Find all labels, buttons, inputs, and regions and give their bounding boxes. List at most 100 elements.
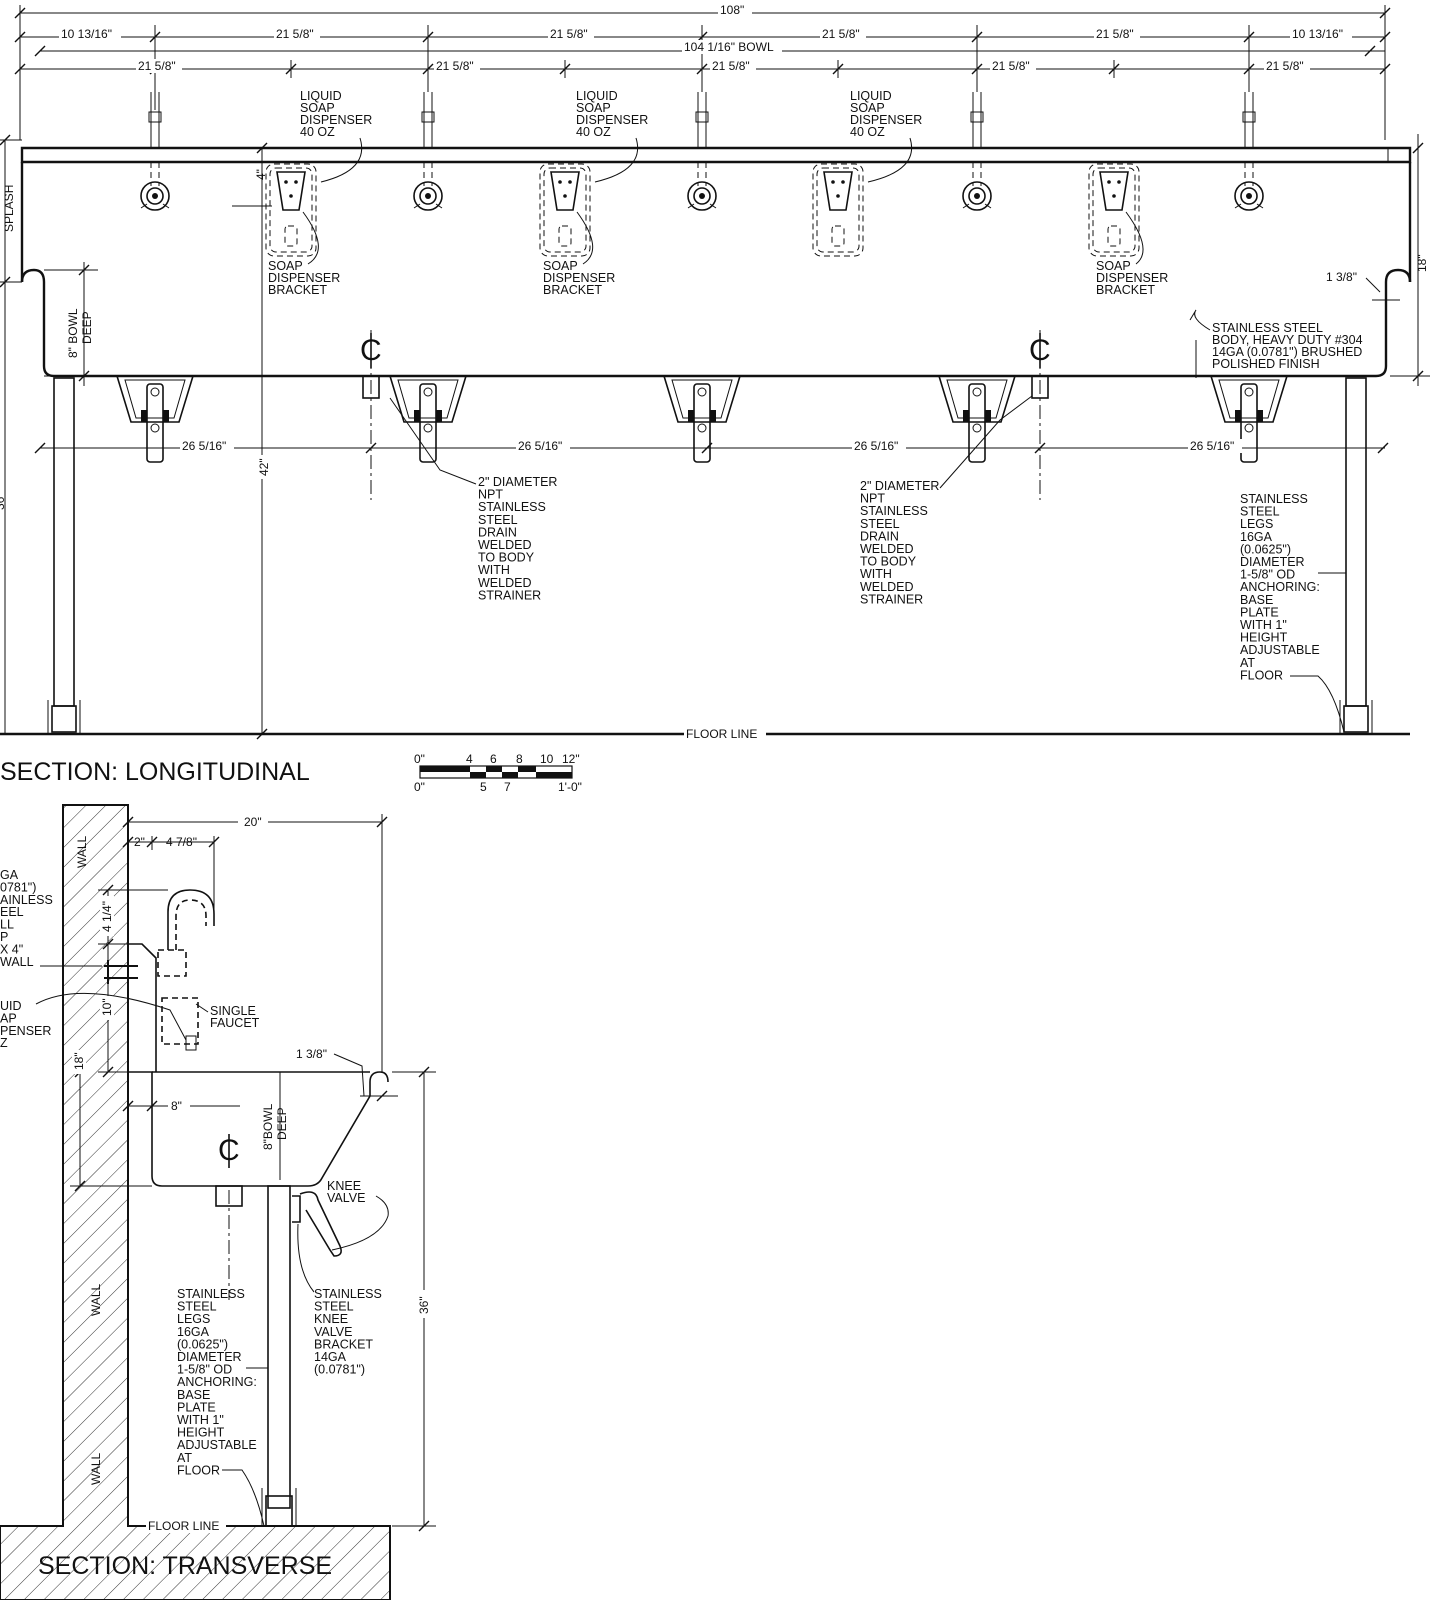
dim-spacing-3: 21 5/8" — [822, 27, 860, 41]
wall-label-2: WALL — [89, 1283, 103, 1316]
legs-note-line-4: 16GA — [1240, 530, 1273, 544]
dim-42: 42" — [257, 458, 271, 476]
wall-cap-line-5: LL — [0, 918, 14, 932]
liquid-soap-3-line-1: LIQUID — [850, 89, 892, 103]
knee-valve-4 — [937, 375, 1017, 463]
dim-end-right: 10 13/16" — [1292, 27, 1343, 41]
body-note-line3: 14GA (0.0781") BRUSHED — [1212, 345, 1362, 359]
faucet-2 — [413, 92, 443, 211]
trans-dim-2: 2" — [134, 835, 145, 849]
legs-note-line-1: STAINLESS — [1240, 492, 1308, 506]
soap-dispenser-4 — [1088, 163, 1140, 257]
drain-note-2-line-2: NPT — [860, 492, 885, 506]
dim-1-3-8: 1 3/8" — [1326, 270, 1357, 284]
liquid-soap-2-line-3: DISPENSER — [576, 113, 648, 127]
trans-legs-note: STAINLESSSTEELLEGS16GA(0.0625")DIAMETER1… — [177, 1287, 268, 1527]
wall-cap-line-7: X 4" — [0, 942, 23, 956]
liquid-soap-cut-line-1: UID — [0, 999, 22, 1013]
faucet-4 — [962, 92, 992, 211]
dim-end-left: 10 13/16" — [61, 27, 112, 41]
knee-bracket-line-7: (0.0781") — [314, 1363, 365, 1377]
knee-valve-line2: VALVE — [327, 1191, 365, 1205]
drain-note-2: 2" DIAMETERNPTSTAINLESSSTEELDRAINWELDEDT… — [860, 395, 1033, 606]
drain-note-2-line-9: WELDED — [860, 580, 913, 594]
drain-note-1-line-4: STEEL — [478, 513, 518, 527]
dim-row3-1: 21 5/8" — [138, 59, 176, 73]
legs-note-line-10: PLATE — [1240, 605, 1279, 619]
knee-valve-5 — [1209, 375, 1289, 463]
drain-note-2-line-10: STRAINER — [860, 592, 923, 606]
legs-note-line-3: LEGS — [1240, 517, 1273, 531]
legs-note-line-11: WITH 1" — [1240, 618, 1287, 632]
floor-line-label: FLOOR LINE — [686, 727, 757, 741]
body-note-line1: STAINLESS STEEL — [1212, 321, 1323, 335]
liquid-soap-1-line-3: DISPENSER — [300, 113, 372, 127]
trans-legs-line-2: STEEL — [177, 1300, 217, 1314]
wall-cap-line-8: WALL — [0, 955, 34, 969]
trans-dim-4-7-8: 4 7/8" — [166, 835, 197, 849]
soap-dispensers — [265, 163, 1140, 257]
drain-note-1-line-7: TO BODY — [478, 551, 535, 565]
knee-valve-1 — [115, 375, 195, 463]
trans-legs-line-6: DIAMETER — [177, 1350, 242, 1364]
splash-label: SPLASH — [2, 185, 16, 232]
body-note: STAINLESS STEEL BODY, HEAVY DUTY #304 14… — [1189, 309, 1363, 378]
faucets — [140, 92, 1264, 211]
drain-note-1-line-3: STAINLESS — [478, 500, 546, 514]
dim-36-cut: 36 — [0, 496, 7, 510]
soap-bracket-1-line-3: BRACKET — [268, 283, 327, 297]
drain-spacing-2: 26 5/16" — [518, 439, 562, 453]
wall-cap-line-2: 0781") — [0, 880, 36, 894]
soap-bracket-1-line-1: SOAP — [268, 259, 303, 273]
trans-legs-line-10: PLATE — [177, 1400, 216, 1414]
wall-cap-line-6: P — [0, 930, 8, 944]
knee-bracket-line-4: VALVE — [314, 1325, 352, 1339]
liquid-soap-1-line-2: SOAP — [300, 101, 335, 115]
bowl-deep-line2: DEEP — [80, 311, 94, 344]
drain-note-1-line-6: WELDED — [478, 538, 531, 552]
top-dimension-lines — [14, 5, 1391, 140]
liquid-soap-2-line-4: 40 OZ — [576, 125, 611, 139]
trans-dim-8: 8" — [171, 1099, 182, 1113]
legs — [47, 377, 1373, 734]
title-longitudinal: SECTION: LONGITUDINAL — [0, 758, 310, 786]
dim-row3-4: 21 5/8" — [992, 59, 1030, 73]
sink-body — [20, 146, 1412, 378]
legs-note-line-13: ADJUSTABLE — [1240, 643, 1320, 657]
knee-valve-note: KNEE VALVE — [327, 1179, 365, 1205]
knee-valve-line1: KNEE — [327, 1179, 361, 1193]
trans-bowl-deep-1: 8"BOWL — [261, 1103, 275, 1150]
dim-spacing-4: 21 5/8" — [1096, 27, 1134, 41]
right-vertical-dims: 18" 1 3/8" — [1326, 134, 1430, 386]
soap-bracket-2-line-3: BRACKET — [543, 283, 602, 297]
legs-note: STAINLESSSTEELLEGS16GA(0.0625")DIAMETER1… — [1240, 492, 1346, 733]
trans-dim-36: 36" — [417, 1296, 431, 1314]
drain-note-1-line-8: WITH — [478, 563, 510, 577]
trans-legs-line-3: LEGS — [177, 1312, 210, 1326]
drain-note-1-line-2: NPT — [478, 488, 503, 502]
dim-spacing-1: 21 5/8" — [276, 27, 314, 41]
knee-bracket-line-2: STEEL — [314, 1300, 354, 1314]
scale-bottom-5: 5 — [480, 780, 487, 794]
legs-note-line-6: DIAMETER — [1240, 555, 1305, 569]
liquid-soap-2-line-2: SOAP — [576, 101, 611, 115]
dim-spacing-2: 21 5/8" — [550, 27, 588, 41]
trans-legs-line-15: FLOOR — [177, 1463, 220, 1477]
faucet-3 — [687, 92, 717, 211]
drain-note-2-line-1: 2" DIAMETER — [860, 479, 939, 493]
wall-cap-line-1: GA — [0, 868, 19, 882]
knee-bracket-note: STAINLESSSTEELKNEEVALVEBRACKET14GA(0.078… — [297, 1223, 382, 1377]
scale-top-10: 10 — [540, 752, 554, 766]
soap-bracket-3-line-3: BRACKET — [1096, 283, 1155, 297]
knee-bracket-line-6: 14GA — [314, 1350, 347, 1364]
scale-bottom-7: 7 — [504, 780, 511, 794]
trans-legs-line-8: ANCHORING: — [177, 1375, 257, 1389]
soap-bracket-1-line-2: DISPENSER — [268, 271, 340, 285]
legs-note-line-15: FLOOR — [1240, 668, 1283, 682]
single-faucet-note: SINGLE FAUCET — [195, 1003, 260, 1030]
trans-legs-line-13: ADJUSTABLE — [177, 1438, 257, 1452]
drain-note-2-line-5: DRAIN — [860, 529, 899, 543]
floor-line-trans-label: FLOOR LINE — [148, 1519, 219, 1533]
liquid-soap-3-line-2: SOAP — [850, 101, 885, 115]
